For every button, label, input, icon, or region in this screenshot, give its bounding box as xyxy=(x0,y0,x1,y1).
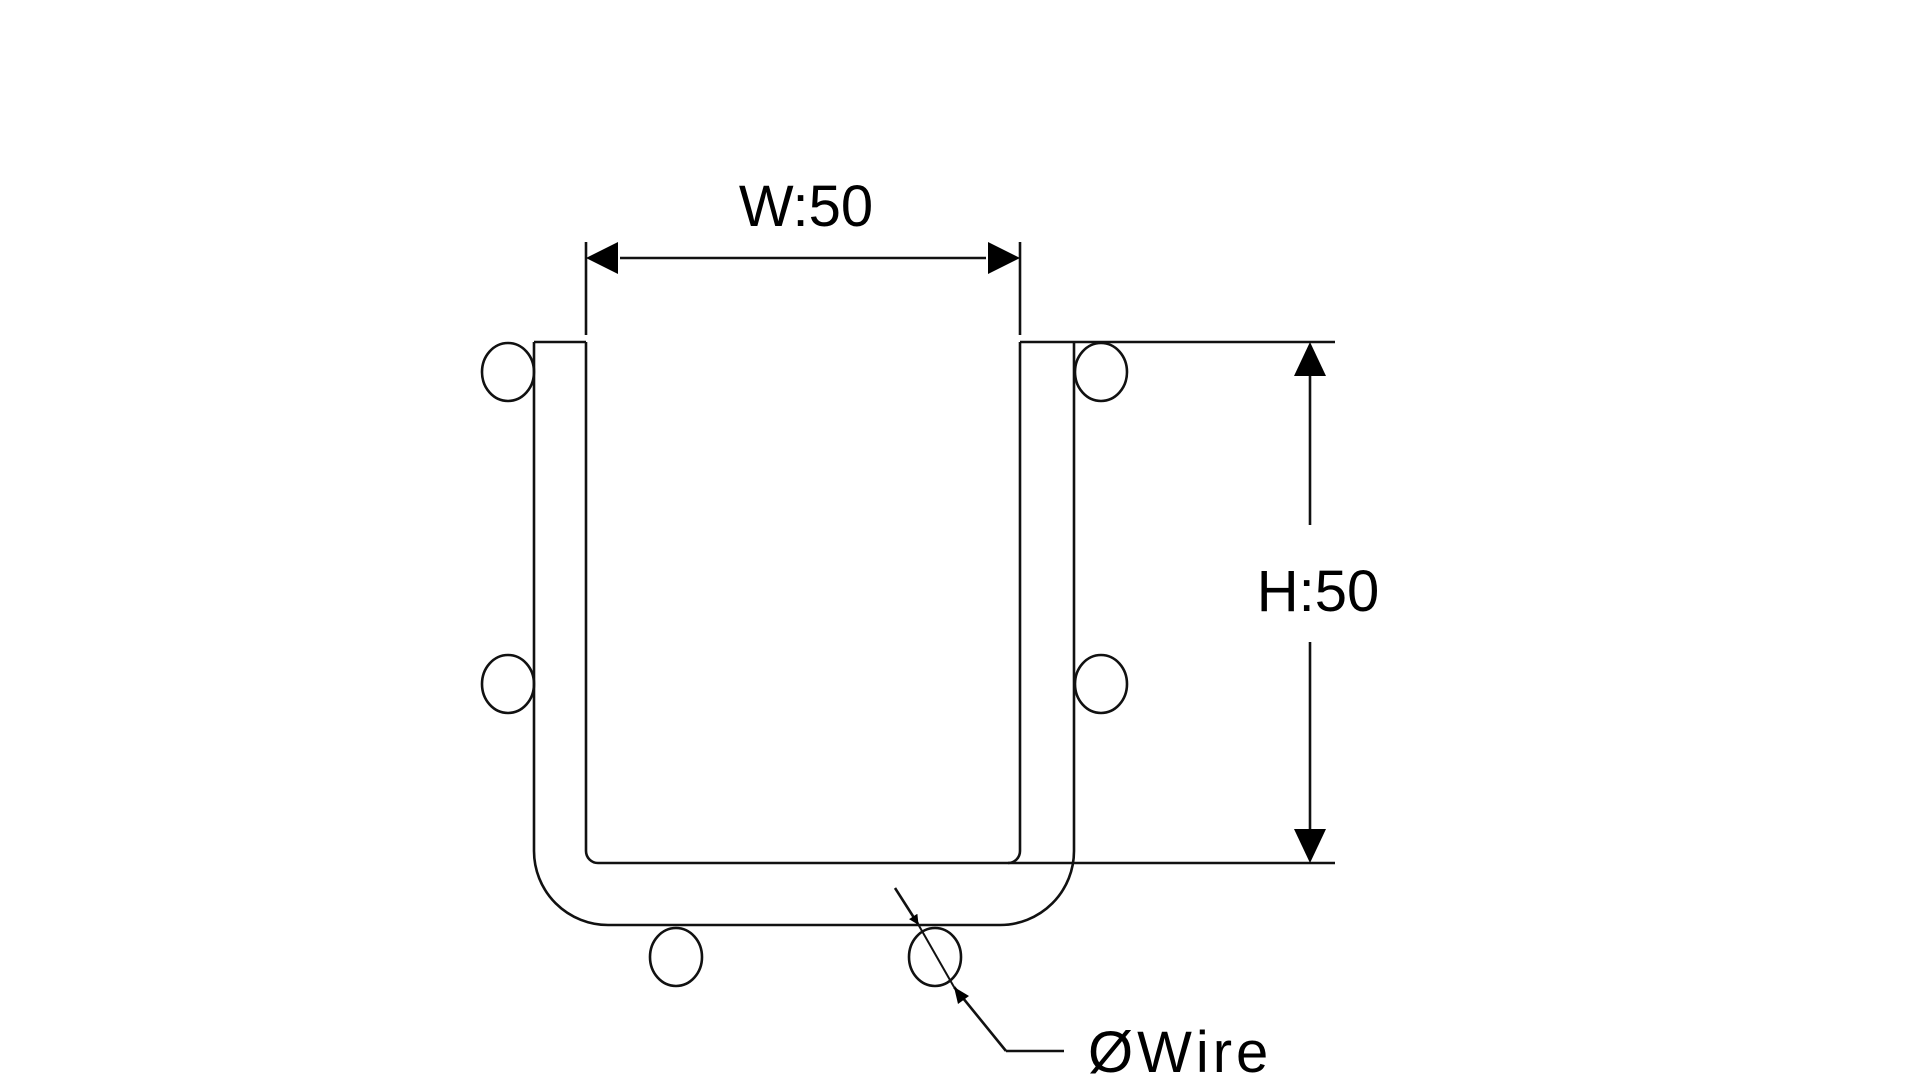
height-arrow-top xyxy=(1294,342,1326,376)
width-arrow-left xyxy=(586,242,618,274)
wire-diameter-arrow-bottom xyxy=(954,987,969,1004)
cross-wire-circle xyxy=(480,653,536,715)
cross-wire-circle xyxy=(1073,341,1129,403)
height-label: H:50 xyxy=(1257,559,1380,624)
cross-wire-circle xyxy=(907,926,963,988)
wire-diameter-arrow-top xyxy=(893,887,920,925)
height-arrow-bottom xyxy=(1294,829,1326,863)
width-arrow-right xyxy=(988,242,1020,274)
wire-body-inner xyxy=(584,342,1022,865)
wire-body-outer xyxy=(532,342,1076,927)
cross-wire-circle xyxy=(1073,653,1129,715)
cross-wire-circle xyxy=(480,341,536,403)
wire-diameter-leader-through xyxy=(917,923,955,988)
cross-wire-circle xyxy=(648,926,704,988)
wire-diameter-label: ØWire xyxy=(1088,1020,1272,1080)
width-label: W:50 xyxy=(739,174,873,239)
